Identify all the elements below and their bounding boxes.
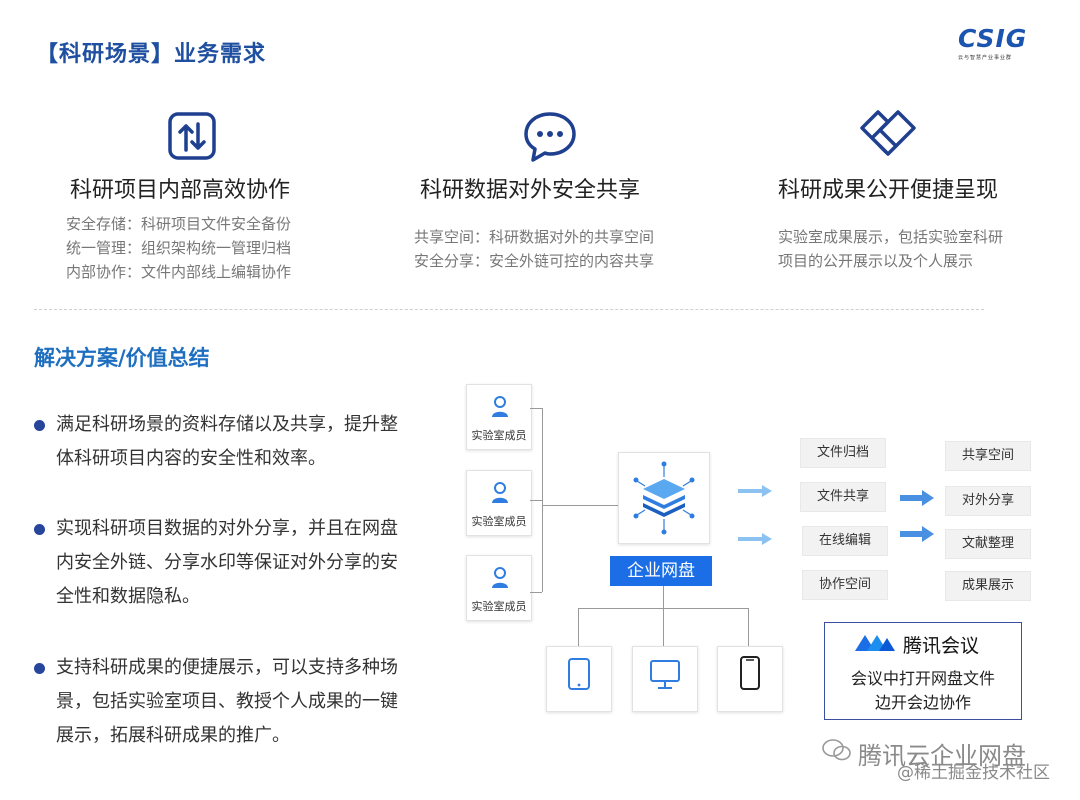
monitor-icon [632,646,698,712]
outcome-box: 成果展示 [945,571,1031,601]
handshake-icon [858,108,916,162]
cloud-storage-card [618,452,710,544]
logo-text: CSIG [958,24,1028,53]
solution-bullet: 实现科研项目数据的对外分享，并且在网盘内安全外链、分享水印等保证对外分享的安全性… [34,512,414,614]
arrow-icon [738,533,772,545]
req-line: 内部协作：文件内部线上编辑协作 [66,263,292,281]
section-divider [34,309,984,310]
req-line: 项目的公开展示以及个人展示 [778,252,974,270]
req-line: 统一管理：组织架构统一管理归档 [66,239,292,257]
logo-subtitle: 云与智慧产业事业群 [958,55,1013,61]
member-label: 实验室成员 [471,429,527,442]
member-label: 实验室成员 [471,600,527,613]
meeting-desc-line: 边开会边协作 [874,693,971,712]
member-label: 实验室成员 [471,515,527,528]
bullet-text: 实现科研项目数据的对外分享，并且在网盘内安全外链、分享水印等保证对外分享的安全性… [56,518,398,607]
storage-icon [633,461,695,535]
bullet-text: 支持科研成果的便捷展示，可以支持多种场景，包括实验室项目、教授个人成果的一键展示… [56,657,398,746]
transfer-icon [166,110,220,164]
bullet-dot [34,524,45,535]
connector [530,592,542,593]
connector [663,586,664,608]
req-lines-share: 共享空间：科研数据对外的共享空间 安全分享：安全外链可控的内容共享 [414,225,654,273]
feature-box: 协作空间 [802,570,888,600]
person-icon [492,396,508,417]
member-card: 实验室成员 [466,470,532,536]
chat-icon [520,108,576,162]
connector [748,608,749,646]
phone-icon [717,646,783,712]
connector [530,408,542,409]
req-heading-collab: 科研项目内部高效协作 [70,178,291,203]
solution-bullet: 满足科研场景的资料存储以及共享，提升整体科研项目内容的安全性和效率。 [34,408,414,476]
connector [530,500,542,501]
feature-box: 文件共享 [800,482,886,512]
page-title: 【科研场景】业务需求 [36,42,267,67]
bullet-text: 满足科研场景的资料存储以及共享，提升整体科研项目内容的安全性和效率。 [56,414,398,469]
req-heading-showcase: 科研成果公开便捷呈现 [778,178,999,203]
tencent-meeting-logo-icon [855,635,895,651]
arrow-icon [900,526,934,542]
connector [542,505,618,506]
outcome-box: 对外分享 [945,486,1031,516]
tencent-meeting-name: 腾讯会议 [903,635,980,657]
bullet-dot [34,420,45,431]
req-line: 安全分享：安全外链可控的内容共享 [414,252,655,270]
req-line: 共享空间：科研数据对外的共享空间 [414,228,655,246]
csig-logo: CSIG 云与智慧产业事业群 [958,24,1048,61]
connector [542,408,543,592]
outcome-box: 文献整理 [945,529,1031,559]
tencent-meeting-desc: 会议中打开网盘文件 边开会边协作 [825,667,1021,715]
req-line: 实验室成果展示，包括实验室科研 [778,228,1004,246]
feature-box: 在线编辑 [802,526,888,556]
watermark-brand: 腾讯云企业网盘 [858,742,1026,770]
solution-title: 解决方案/价值总结 [34,346,210,370]
req-line: 安全存储：科研项目文件安全备份 [66,215,292,233]
outcome-box: 共享空间 [945,441,1031,471]
req-heading-share: 科研数据对外安全共享 [420,178,641,203]
person-icon [492,567,508,588]
tablet-icon [546,646,612,712]
arrow-icon [738,485,772,497]
wechat-icon [822,739,851,761]
arrow-icon [900,490,934,506]
connector [663,608,664,646]
tencent-meeting-card: 腾讯会议 会议中打开网盘文件 边开会边协作 [824,622,1022,720]
feature-box: 文件归档 [800,438,886,468]
member-card: 实验室成员 [466,384,532,450]
member-card: 实验室成员 [466,555,532,621]
req-lines-collab: 安全存储：科研项目文件安全备份 统一管理：组织架构统一管理归档 内部协作：文件内… [66,212,291,284]
person-icon [492,482,508,503]
connector [578,608,579,646]
req-lines-showcase: 实验室成果展示，包括实验室科研 项目的公开展示以及个人展示 [778,225,1003,273]
meeting-desc-line: 会议中打开网盘文件 [850,669,995,688]
watermark-community: @稀土掘金技术社区 [897,763,1050,783]
solution-bullet: 支持科研成果的便捷展示，可以支持多种场景，包括实验室项目、教授个人成果的一键展示… [34,651,414,753]
bullet-dot [34,663,45,674]
enterprise-disk-label: 企业网盘 [610,556,712,586]
